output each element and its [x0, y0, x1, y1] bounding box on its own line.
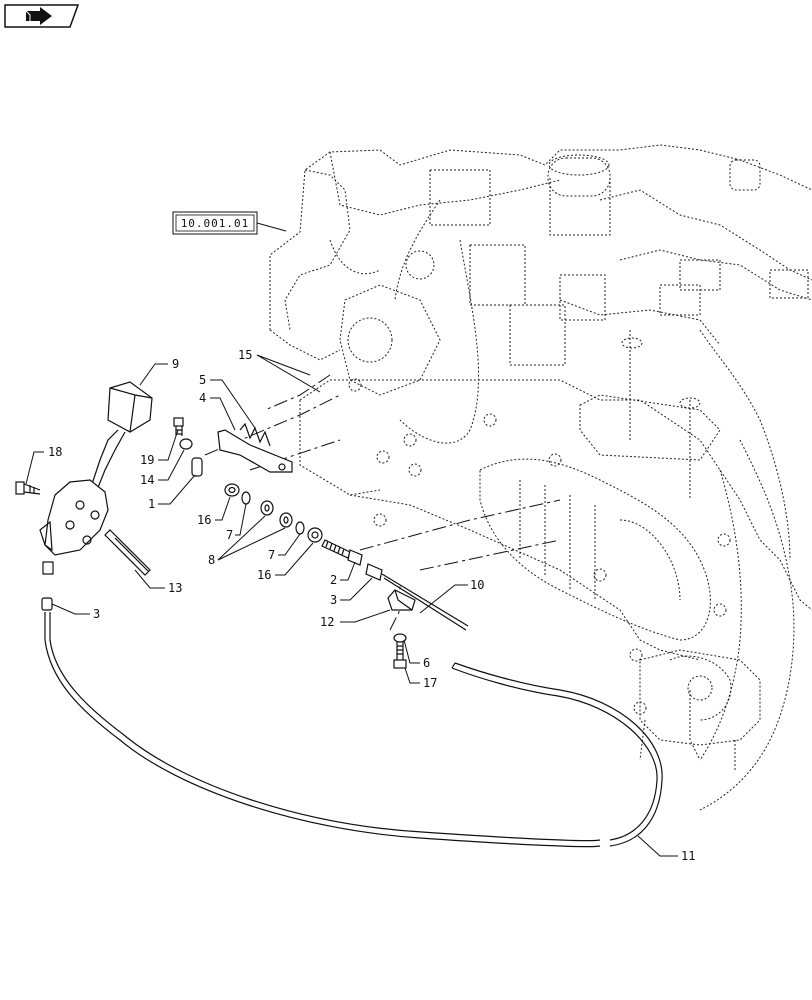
nut-14 [179, 438, 193, 450]
cable-sheath-11 [44, 612, 663, 848]
reference-tag-label: 10.001.01 [181, 217, 250, 230]
clamp-12 [387, 589, 416, 611]
engine-assembly [269, 144, 812, 811]
bracket-4 [217, 429, 293, 473]
callout-8[interactable]: 8 [208, 553, 215, 567]
nut-16a [224, 483, 240, 497]
washer-6 [393, 633, 407, 643]
callout-7b[interactable]: 7 [268, 548, 275, 562]
next-page-button[interactable] [4, 4, 80, 28]
reference-tag[interactable]: 10.001.01 [172, 211, 287, 235]
washer-8b [279, 512, 293, 528]
washer-8a [260, 500, 274, 516]
foot-pedal [39, 381, 153, 575]
bolt-19 [173, 417, 184, 436]
assembly-center-lines [204, 374, 561, 631]
callout-1[interactable]: 1 [148, 497, 155, 511]
bushing-1 [191, 457, 203, 477]
callout-17[interactable]: 17 [423, 676, 437, 690]
cable-end-2 [321, 539, 363, 566]
sleeve-3b [365, 563, 383, 581]
next-page-arrow-icon [25, 7, 52, 25]
callout-5[interactable]: 5 [199, 373, 206, 387]
leader-lines [25, 354, 678, 857]
callout-14[interactable]: 14 [140, 473, 154, 487]
washer-7a [241, 491, 251, 505]
callout-labels: 9 15 5 4 18 19 14 1 16 7 8 7 16 2 3 10 1… [48, 348, 695, 863]
callout-13[interactable]: 13 [168, 581, 182, 595]
bolt-18 [15, 481, 41, 495]
decal-13 [104, 529, 151, 576]
callout-11[interactable]: 11 [681, 849, 695, 863]
callout-3a[interactable]: 3 [93, 607, 100, 621]
callout-18[interactable]: 18 [48, 445, 62, 459]
callout-9[interactable]: 9 [172, 357, 179, 371]
callout-3b[interactable]: 3 [330, 593, 337, 607]
bolt-17 [393, 642, 407, 669]
callout-16a[interactable]: 16 [197, 513, 211, 527]
callout-19[interactable]: 19 [140, 453, 154, 467]
callout-4[interactable]: 4 [199, 391, 206, 405]
callout-6[interactable]: 6 [423, 656, 430, 670]
callout-7a[interactable]: 7 [226, 528, 233, 542]
callout-2[interactable]: 2 [330, 573, 337, 587]
washer-7b [295, 521, 305, 535]
callout-15[interactable]: 15 [238, 348, 252, 362]
cable-wire-10 [381, 573, 469, 631]
callout-16b[interactable]: 16 [257, 568, 271, 582]
callout-12[interactable]: 12 [320, 615, 334, 629]
sleeve-3a [41, 597, 53, 611]
nut-16b [307, 527, 323, 543]
callout-10[interactable]: 10 [470, 578, 484, 592]
